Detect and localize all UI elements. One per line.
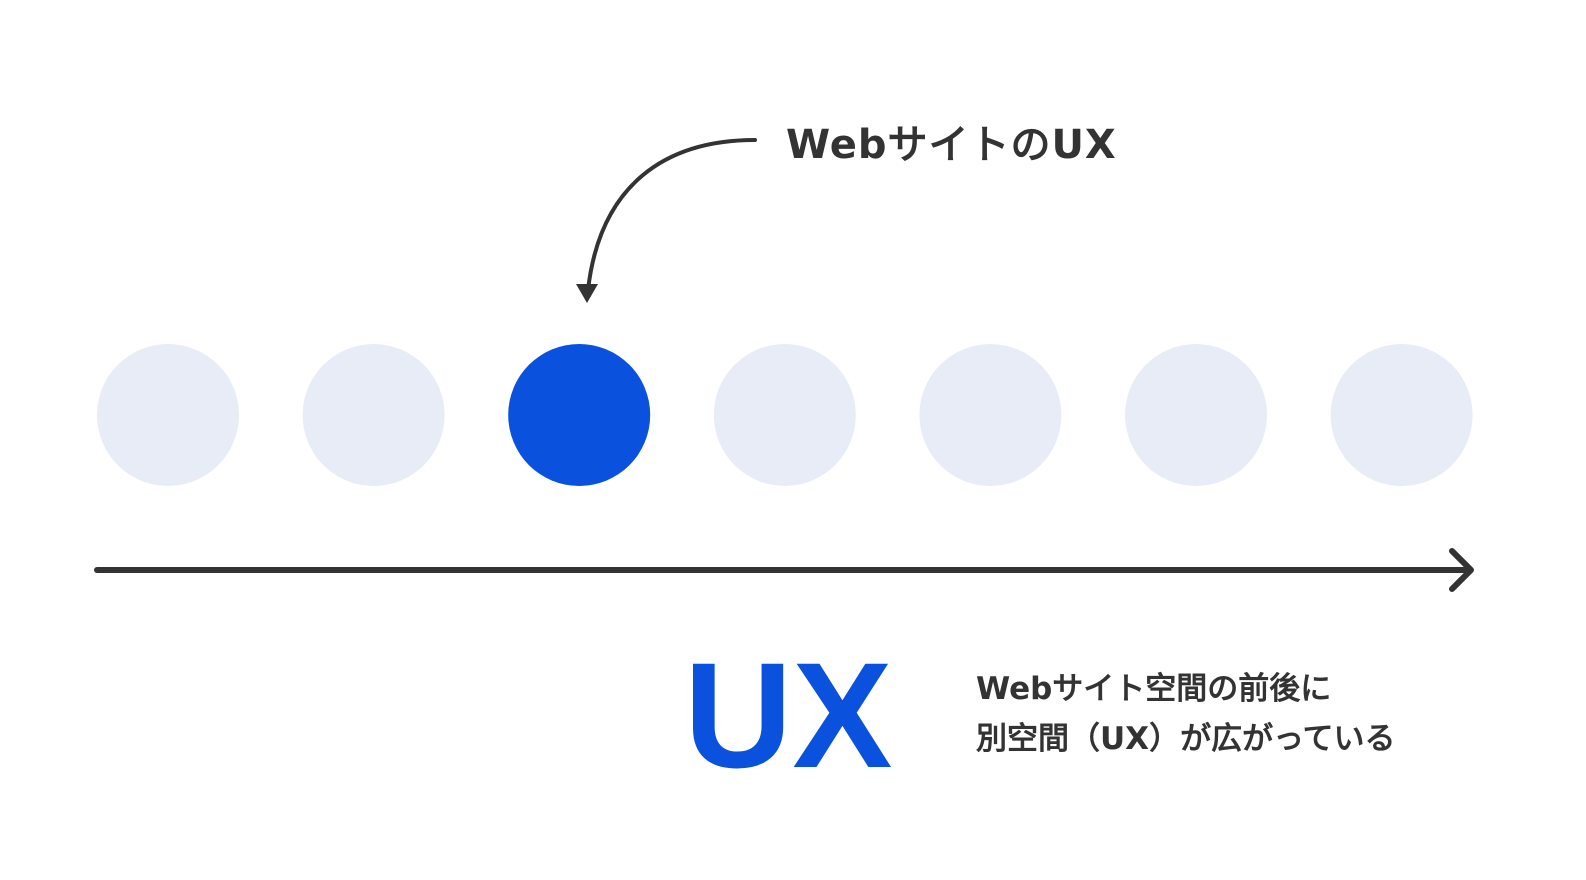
ux-title: UX bbox=[684, 631, 893, 799]
ux-description: Webサイト空間の前後に 別空間（UX）が広がっている bbox=[976, 664, 1396, 764]
callout-label: WebサイトのUX bbox=[786, 122, 1117, 168]
timeline-dot bbox=[97, 344, 239, 486]
timeline-axis-arrowhead bbox=[1449, 548, 1474, 592]
timeline-dot bbox=[1125, 344, 1267, 486]
callout-arrow-curve bbox=[586, 138, 757, 292]
timeline-dot-website bbox=[508, 344, 651, 486]
ux-description-line-1: Webサイト空間の前後に bbox=[976, 671, 1332, 707]
timeline-dots bbox=[97, 344, 1473, 486]
ux-description-line-2: 別空間（UX）が広がっている bbox=[976, 721, 1396, 757]
timeline-dot bbox=[919, 344, 1062, 486]
timeline-dot bbox=[713, 344, 856, 486]
callout-arrow-head bbox=[576, 284, 598, 303]
timeline-dot bbox=[302, 344, 445, 486]
timeline-dot bbox=[1330, 344, 1473, 486]
